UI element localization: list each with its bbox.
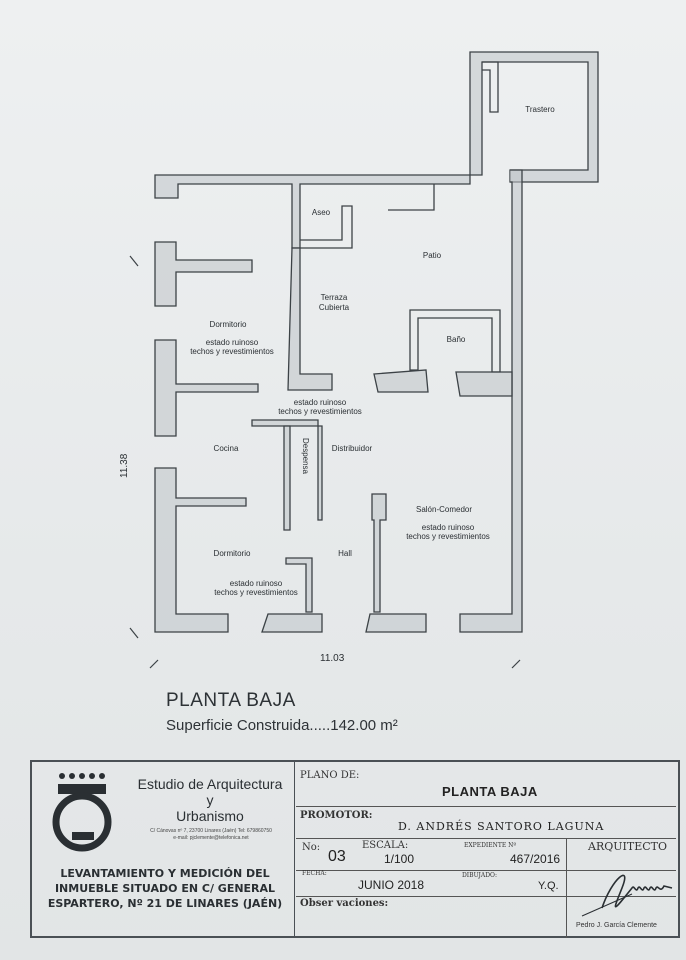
room-terraza-2: Cubierta [319, 303, 350, 312]
promotor-value: D. ANDRÉS SANTORO LAGUNA [398, 820, 605, 833]
rule-2 [296, 838, 676, 839]
dibujado-value: Y.Q. [538, 880, 559, 892]
studio-name: Estudio de Arquitectura y Urbanismo [130, 776, 290, 824]
expediente-value: 467/2016 [510, 852, 561, 866]
room-cocina: Cocina [214, 444, 239, 453]
room-patio: Patio [423, 251, 442, 260]
dim-tick-tl [129, 255, 139, 267]
room-estado-3b: techos y revestimientos [406, 532, 490, 541]
studio-email: e-mail: pjclemente@telefonica.net [173, 835, 249, 841]
plano-label: PLANO DE: [300, 770, 360, 781]
architect-name: Pedro J. García Clemente [576, 922, 657, 929]
survey-line2: INMUEBLE SITUADO EN C/ GENERAL [54, 882, 276, 895]
room-estado-2a: estado ruinoso [294, 398, 347, 407]
survey-description: LEVANTAMIENTO Y MEDICIÓN DEL INMUEBLE SI… [40, 866, 290, 911]
wall-patio-top [388, 184, 435, 211]
studio-panel: Estudio de Arquitectura y Urbanismo C/ C… [32, 762, 295, 936]
studio-logo-icon [52, 773, 112, 852]
room-despensa: Despensa [301, 438, 310, 475]
wall-bano-left [373, 369, 429, 393]
wall-bottom-3 [365, 613, 427, 633]
wall-trastero-inner [482, 61, 499, 113]
room-estado-2b: techos y revestimientos [278, 407, 362, 416]
studio-name-line3: Urbanismo [176, 808, 244, 824]
rule-v1 [566, 838, 567, 938]
room-bano: Baño [447, 335, 466, 344]
wall-distrib [251, 419, 323, 521]
room-estado-3a: estado ruinoso [422, 523, 475, 532]
surface-text: Superficie Construida.....142.00 m² [166, 717, 398, 734]
room-estado-4a: estado ruinoso [230, 579, 283, 588]
no-label: No: [302, 842, 321, 853]
architect-signature-icon [581, 874, 673, 917]
wall-bano-right [455, 371, 513, 397]
promotor-label: PROMOTOR: [300, 810, 373, 821]
wall-bottom-2 [261, 613, 323, 633]
wall-trastero [469, 51, 599, 183]
studio-address-line: C/ Cánovas nº 7, 23700 Linares (Jaén) Te… [150, 828, 272, 834]
room-aseo: Aseo [312, 208, 331, 217]
room-estado-1a: estado ruinoso [206, 338, 259, 347]
fecha-value: JUNIO 2018 [358, 878, 425, 892]
dim-vertical: 11.38 [119, 453, 130, 478]
wall-bano [409, 309, 501, 373]
dibujado-label: DIBUJADO: [462, 872, 497, 879]
room-estado-4b: techos y revestimientos [214, 588, 298, 597]
wall-left-1 [154, 241, 253, 307]
wall-terraza [287, 247, 333, 391]
no-value: 03 [328, 848, 346, 865]
dim-horizontal: 11.03 [320, 653, 345, 664]
wall-aseo [300, 205, 353, 249]
expediente-label: EXPEDIENTE Nº [464, 842, 517, 849]
room-salon: Salón-Comedor [416, 505, 472, 514]
rule-4 [296, 896, 676, 897]
room-trastero: Trastero [525, 105, 555, 114]
rule-1 [296, 806, 676, 807]
room-estado-1b: techos y revestimientos [190, 347, 274, 356]
title-block: Estudio de Arquitectura y Urbanismo C/ C… [30, 760, 680, 938]
studio-name-line1: Estudio de Arquitectura [137, 776, 283, 792]
survey-line3: ESPARTERO, Nº 21 DE LINARES (JAÉN) [47, 897, 283, 910]
survey-line1: LEVANTAMIENTO Y MEDICIÓN DEL [60, 867, 270, 880]
rule-3 [296, 870, 676, 871]
dim-tick-r [511, 659, 521, 669]
room-terraza-1: Terraza [321, 293, 348, 302]
studio-address: C/ Cánovas nº 7, 23700 Linares (Jaén) Te… [128, 828, 294, 842]
floor-plan: Trastero Aseo Patio Terraza Cubierta Dor… [119, 51, 599, 669]
escala-value: 1/100 [384, 852, 415, 866]
wall-left-3 [154, 467, 247, 633]
dim-tick-bl [129, 627, 139, 639]
room-distribuidor: Distribuidor [332, 444, 373, 453]
wall-cocina-right [283, 425, 291, 531]
wall-dorm2 [285, 557, 313, 613]
room-hall: Hall [338, 549, 352, 558]
fecha-label: FECHA: [302, 870, 327, 877]
wall-right [459, 169, 523, 633]
escala-label: ESCALA: [362, 840, 409, 851]
room-dormitorio-1: Dormitorio [210, 320, 247, 329]
surface-label: Superficie Construida.....142.00 m² [166, 717, 398, 734]
wall-left-2 [154, 339, 259, 437]
observaciones-label: Obser vaciones: [300, 898, 389, 909]
plan-title: PLANTA BAJA [166, 690, 296, 711]
dim-tick-l [149, 659, 159, 669]
plano-value: PLANTA BAJA [442, 784, 538, 799]
arquitecto-label: ARQUITECTO [588, 840, 667, 853]
studio-name-line2: y [206, 792, 214, 808]
wall-hall [371, 493, 387, 613]
room-dormitorio-2: Dormitorio [214, 549, 251, 558]
